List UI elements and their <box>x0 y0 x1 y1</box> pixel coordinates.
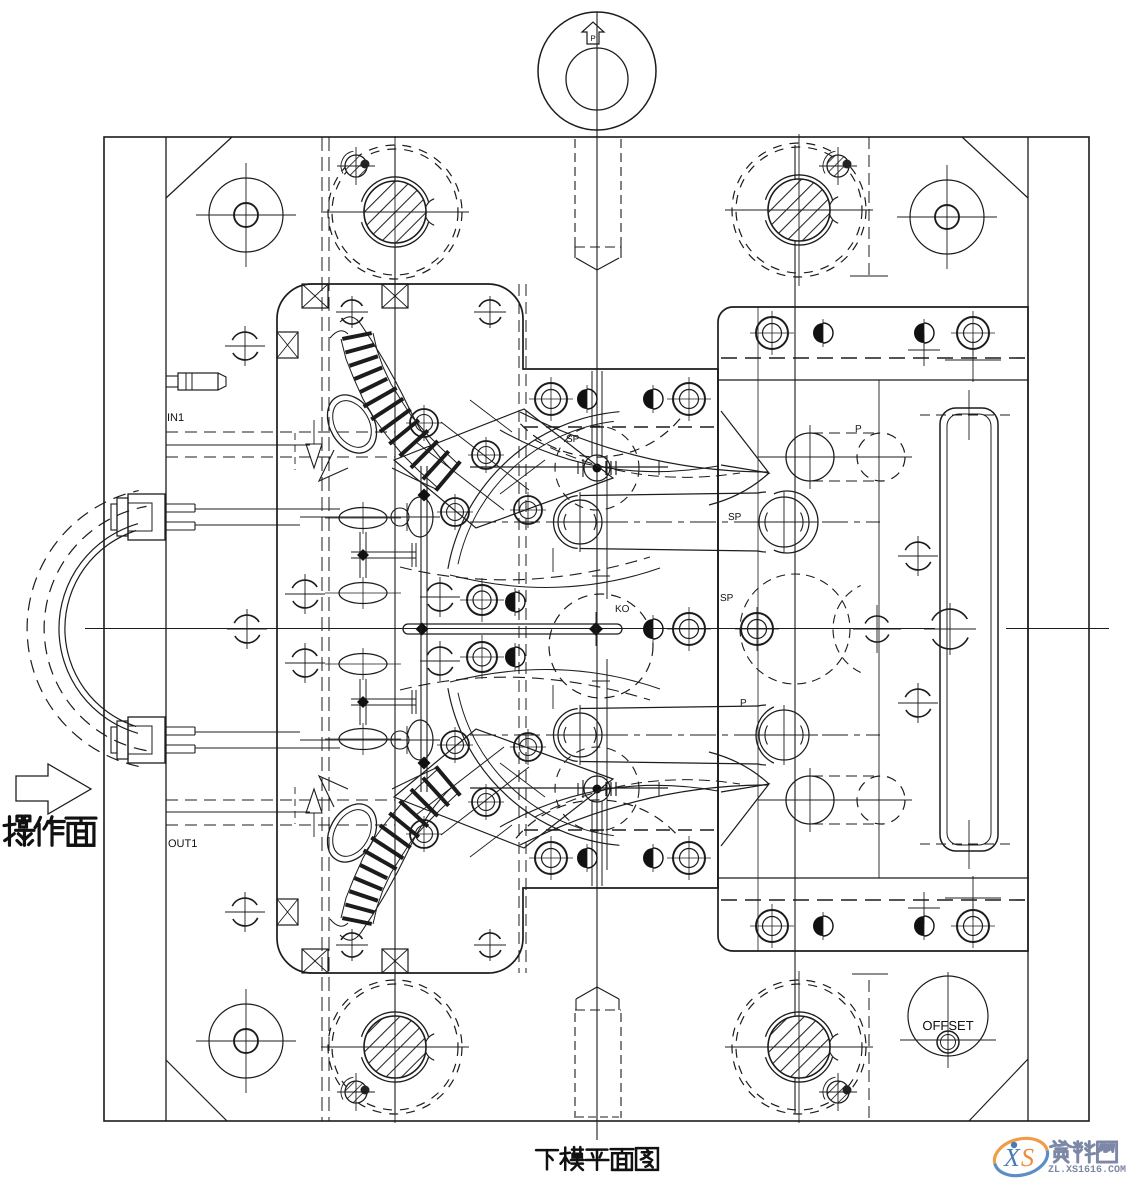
svg-text:SP: SP <box>728 512 742 523</box>
svg-text:ZL.XS1616.COM: ZL.XS1616.COM <box>1048 1165 1126 1176</box>
svg-text:SP: SP <box>720 593 734 604</box>
svg-text:S: S <box>1021 1143 1034 1172</box>
svg-text:P: P <box>590 34 595 43</box>
svg-text:P: P <box>855 424 862 435</box>
svg-text:OFFSET: OFFSET <box>922 1018 973 1033</box>
svg-text:KO: KO <box>615 604 630 615</box>
svg-text:OUT1: OUT1 <box>168 838 197 850</box>
svg-text:IN1: IN1 <box>167 412 184 424</box>
svg-text:P: P <box>740 698 747 709</box>
svg-text:X: X <box>1003 1143 1021 1172</box>
svg-text:SP: SP <box>566 434 580 445</box>
